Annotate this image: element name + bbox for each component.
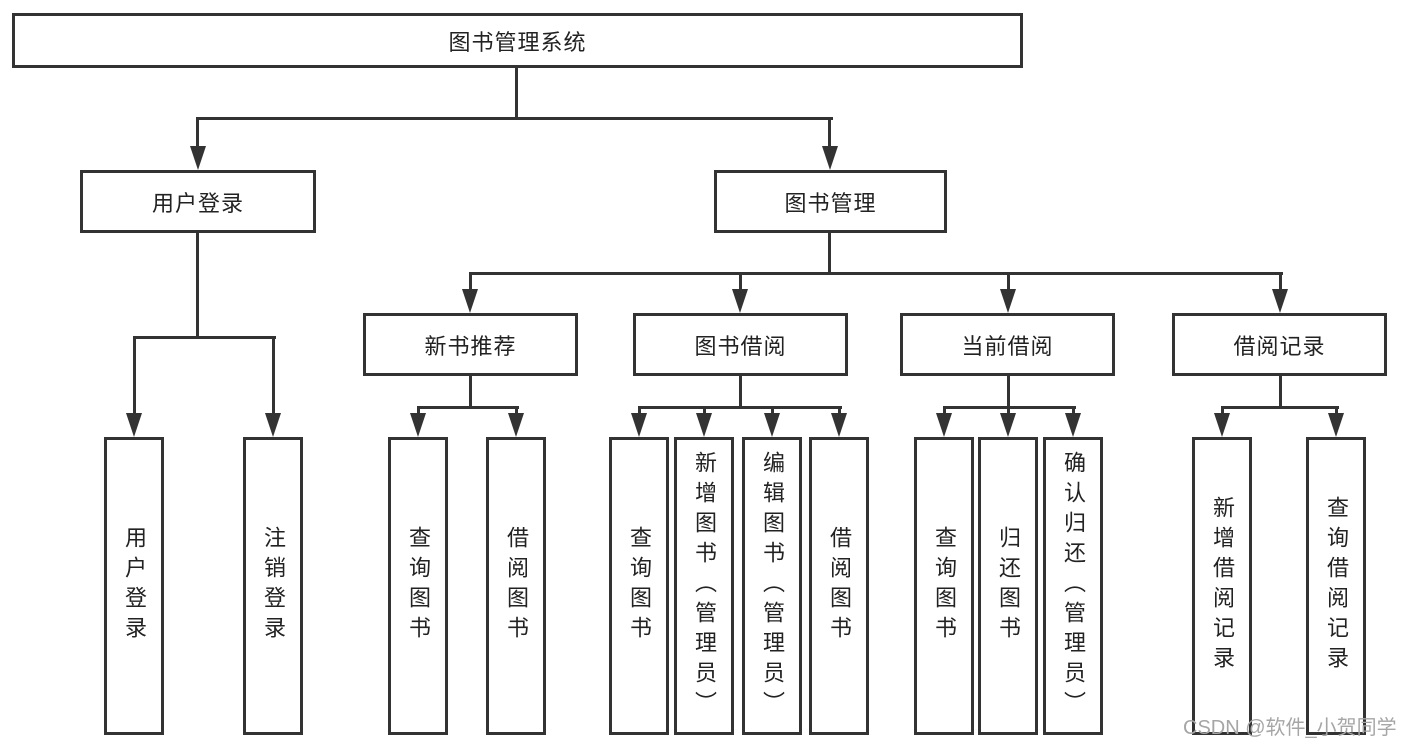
arrowhead-down-icon: [1272, 289, 1288, 313]
arrowhead-down-icon: [265, 413, 281, 437]
node-current-borrowing: 当前借阅: [900, 313, 1115, 376]
arrowhead-down-icon: [936, 413, 952, 437]
leaf-query-books-current: 查询图书: [914, 437, 974, 735]
arrowhead-down-icon: [126, 413, 142, 437]
connector-line: [1221, 406, 1339, 409]
leaf-user-login: 用户登录: [104, 437, 164, 735]
leaf-logout: 注销登录: [243, 437, 303, 735]
connector-line: [197, 117, 833, 120]
arrowhead-down-icon: [631, 413, 647, 437]
leaf-confirm-return-admin: 确认归还（管理员）: [1043, 437, 1103, 735]
node-label: 用户登录: [151, 190, 244, 216]
arrowhead-down-icon: [1065, 413, 1081, 437]
connector-line: [196, 233, 199, 336]
leaf-label: 确认归还（管理员）: [1061, 451, 1086, 721]
node-borrowing-records: 借阅记录: [1172, 313, 1387, 376]
connector-line: [196, 117, 199, 149]
connector-line: [417, 406, 519, 409]
arrowhead-down-icon: [1328, 413, 1344, 437]
leaf-add-borrow-record: 新增借阅记录: [1192, 437, 1252, 735]
node-label: 新书推荐: [424, 333, 517, 359]
node-label: 图书借阅: [694, 333, 787, 359]
node-new-book-recommendation: 新书推荐: [363, 313, 578, 376]
connector-line: [638, 406, 641, 416]
leaf-label: 新增借阅记录: [1210, 496, 1235, 676]
connector-line: [838, 406, 841, 416]
leaf-label: 查询图书: [406, 526, 431, 646]
connector-line: [1072, 406, 1075, 416]
node-label: 借阅记录: [1233, 333, 1326, 359]
connector-line: [272, 336, 275, 415]
connector-line: [469, 376, 472, 406]
connector-line: [1007, 376, 1010, 406]
connector-line: [943, 406, 946, 416]
node-book-management: 图书管理: [714, 170, 947, 233]
connector-line: [469, 272, 1283, 275]
leaf-label: 查询图书: [932, 526, 957, 646]
leaf-label: 用户登录: [122, 526, 147, 646]
node-label: 图书管理: [784, 190, 877, 216]
connector-line: [515, 68, 518, 117]
arrowhead-down-icon: [764, 413, 780, 437]
connector-line: [1279, 272, 1282, 292]
leaf-label: 借阅图书: [504, 526, 529, 646]
connector-line: [739, 376, 742, 406]
arrowhead-down-icon: [462, 289, 478, 313]
leaf-borrow-books-recommend: 借阅图书: [486, 437, 546, 735]
leaf-query-borrow-record: 查询借阅记录: [1306, 437, 1366, 735]
arrowhead-down-icon: [1214, 413, 1230, 437]
node-user-login: 用户登录: [80, 170, 316, 233]
arrowhead-down-icon: [508, 413, 524, 437]
leaf-return-books: 归还图书: [978, 437, 1038, 735]
leaf-label: 查询图书: [627, 526, 652, 646]
leaf-label: 编辑图书（管理员）: [760, 451, 785, 721]
leaf-edit-book-admin: 编辑图书（管理员）: [742, 437, 802, 735]
leaf-label: 注销登录: [261, 526, 286, 646]
leaf-query-books-recommend: 查询图书: [388, 437, 448, 735]
leaf-label: 借阅图书: [827, 526, 852, 646]
arrowhead-down-icon: [822, 146, 838, 170]
connector-line: [1335, 406, 1338, 416]
leaf-borrow-books-borrowing: 借阅图书: [809, 437, 869, 735]
connector-line: [739, 272, 742, 292]
connector-line: [1007, 272, 1010, 292]
connector-line: [771, 406, 774, 416]
connector-line: [828, 233, 831, 272]
connector-line: [828, 117, 831, 149]
leaf-add-book-admin: 新增图书（管理员）: [674, 437, 734, 735]
connector-line: [417, 406, 420, 416]
connector-line: [638, 406, 842, 409]
connector-line: [1007, 406, 1010, 416]
node-label: 图书管理系统: [448, 29, 587, 55]
node-library-management-system: 图书管理系统: [12, 13, 1023, 68]
node-book-borrowing: 图书借阅: [633, 313, 848, 376]
connector-line: [133, 336, 276, 339]
leaf-label: 归还图书: [996, 526, 1021, 646]
arrowhead-down-icon: [831, 413, 847, 437]
connector-line: [469, 272, 472, 292]
arrowhead-down-icon: [1000, 289, 1016, 313]
arrowhead-down-icon: [1000, 413, 1016, 437]
watermark-text: CSDN @软件_小贺同学: [1183, 717, 1397, 739]
connector-line: [1279, 376, 1282, 406]
leaf-label: 新增图书（管理员）: [692, 451, 717, 721]
leaf-label: 查询借阅记录: [1324, 496, 1349, 676]
node-label: 当前借阅: [961, 333, 1054, 359]
arrowhead-down-icon: [732, 289, 748, 313]
arrowhead-down-icon: [696, 413, 712, 437]
arrowhead-down-icon: [410, 413, 426, 437]
connector-line: [515, 406, 518, 416]
connector-line: [133, 336, 136, 415]
leaf-query-books-borrowing: 查询图书: [609, 437, 669, 735]
connector-line: [1221, 406, 1224, 416]
arrowhead-down-icon: [190, 146, 206, 170]
connector-line: [703, 406, 706, 416]
